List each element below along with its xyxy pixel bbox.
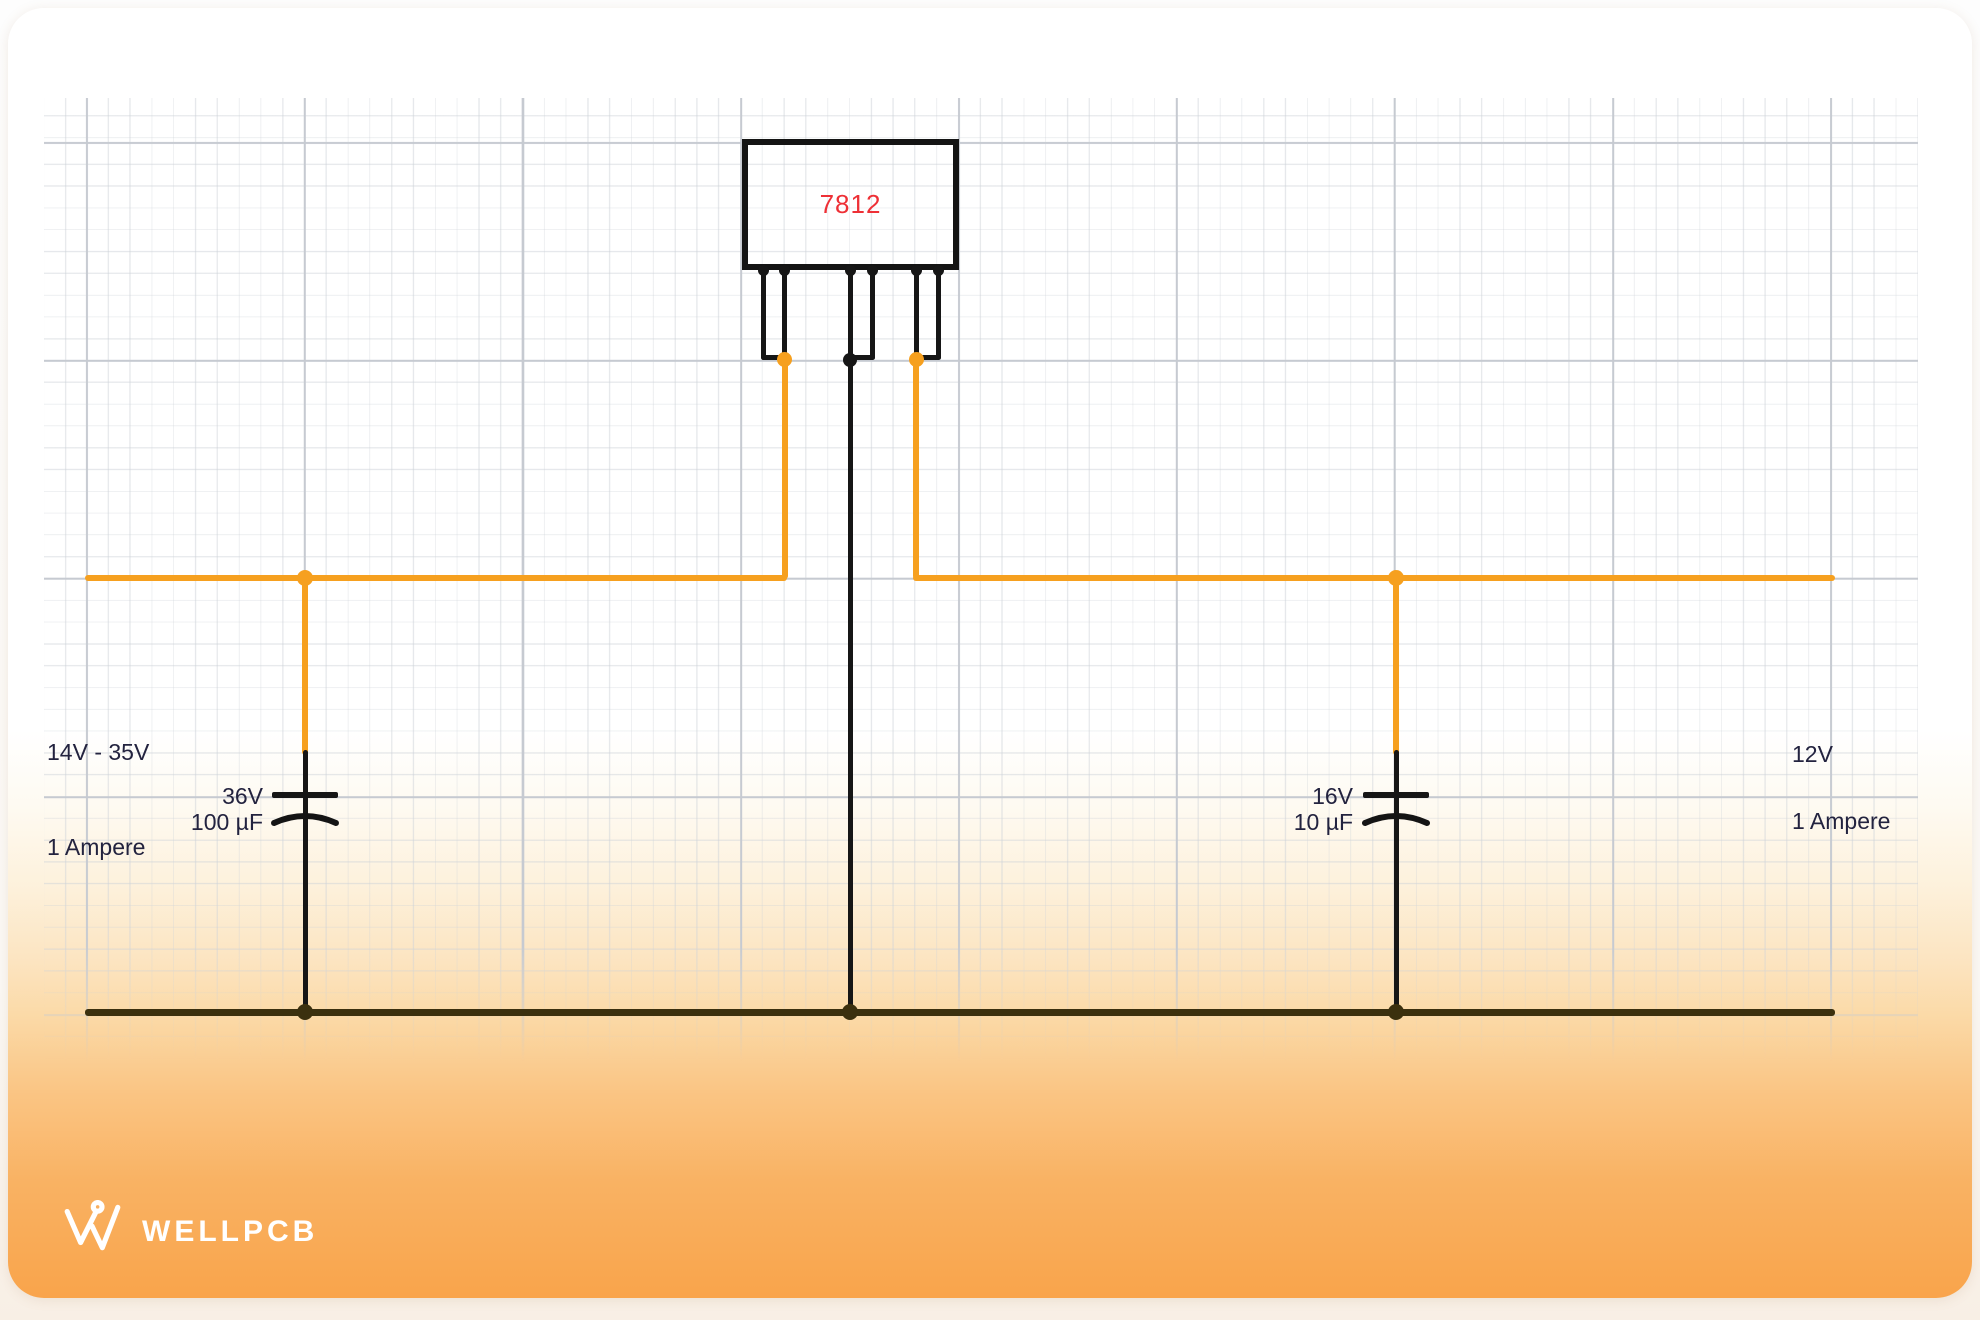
pin-leg xyxy=(760,270,766,360)
pin-leg xyxy=(935,270,941,360)
input-cap-top-plate xyxy=(272,792,338,798)
input-bus-wire xyxy=(85,574,787,581)
input-pin-junction-dot xyxy=(777,351,792,367)
input-cap-capacitance-label: 100 µF xyxy=(190,809,263,835)
regulator-input-drop-wire xyxy=(781,358,788,579)
output-cap-voltage-label: 16V xyxy=(1312,783,1353,809)
output-bus-wire xyxy=(913,574,1835,581)
pin-dot xyxy=(910,264,922,276)
input-voltage-range-label: 14V - 35V xyxy=(47,739,150,765)
output-cap-lead-wire xyxy=(1393,750,1399,1015)
ground-pin-junction-dot xyxy=(843,352,857,367)
input-cap-branch-wire xyxy=(302,575,308,755)
wellpcb-logo: WELLPCB xyxy=(62,1200,314,1252)
pin-dot xyxy=(844,264,856,276)
output-cap-branch-wire xyxy=(1393,575,1399,755)
output-pin-junction-dot xyxy=(908,351,924,367)
pin-dot xyxy=(757,264,769,276)
wellpcb-logo-text: WELLPCB xyxy=(142,1215,319,1248)
pin-leg xyxy=(782,270,787,360)
pin-dot xyxy=(866,264,878,276)
input-bus-junction-dot xyxy=(297,569,313,586)
ground-junction-dot xyxy=(297,1004,313,1020)
pin-dot xyxy=(779,264,790,276)
pin-u-bar xyxy=(847,355,875,360)
input-cap-lead-wire xyxy=(302,750,308,1015)
wellpcb-w-icon xyxy=(64,1200,121,1251)
output-bus-junction-dot xyxy=(1388,569,1404,586)
input-cap-curved-plate xyxy=(271,813,339,826)
ground-junction-dot xyxy=(842,1004,858,1020)
pin-dot xyxy=(932,264,944,276)
schematic-canvas: 7812 xyxy=(8,8,1972,1298)
pin-leg xyxy=(913,270,919,360)
pin-u-bar xyxy=(760,355,788,360)
input-current-label: 1 Ampere xyxy=(47,834,146,860)
output-voltage-label: 12V xyxy=(1792,741,1833,767)
pin-leg xyxy=(869,270,875,360)
output-current-label: 1 Ampere xyxy=(1792,808,1891,834)
regulator-7812-box: 7812 xyxy=(742,139,959,270)
output-cap-capacitance-label: 10 µF xyxy=(1293,809,1353,835)
output-cap-top-plate xyxy=(1363,792,1429,798)
regulator-output-drop-wire xyxy=(913,358,919,579)
ground-bus-wire xyxy=(85,1009,1835,1016)
ground-junction-dot xyxy=(1388,1004,1404,1020)
output-cap-curved-plate xyxy=(1362,813,1430,826)
input-cap-voltage-label: 36V xyxy=(222,783,263,809)
pin-leg xyxy=(847,270,853,360)
regulator-7812-label: 7812 xyxy=(819,189,882,219)
regulator-ground-wire xyxy=(847,358,853,1015)
diagram-card: 7812 xyxy=(8,8,1972,1298)
pin-u-bar xyxy=(913,355,941,360)
